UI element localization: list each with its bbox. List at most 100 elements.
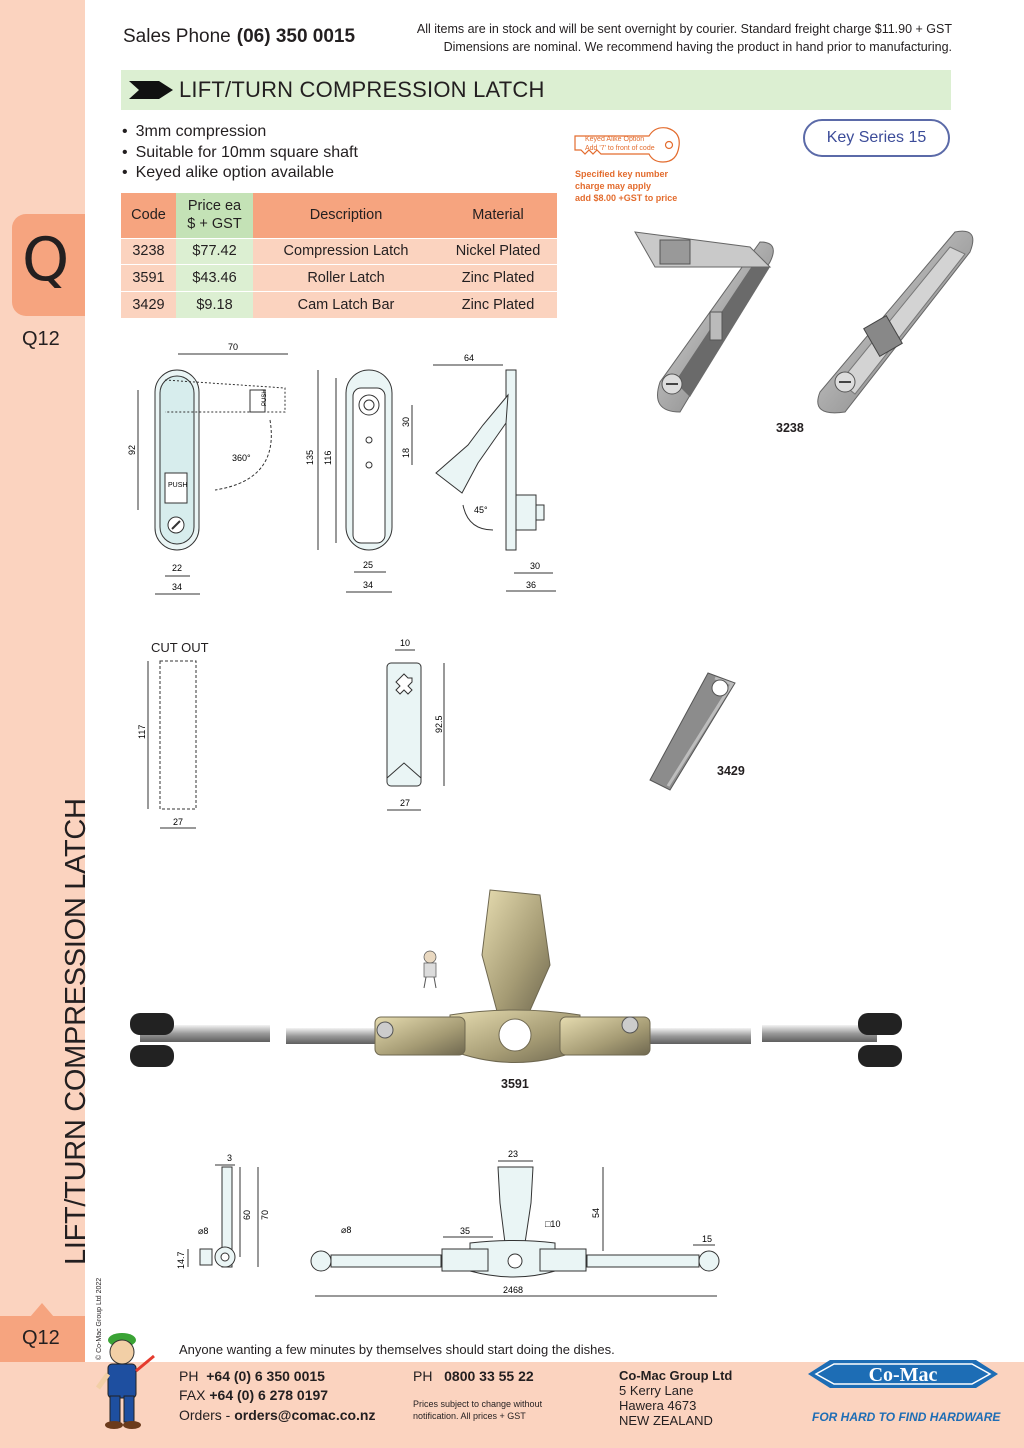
svg-text:2468: 2468 (503, 1285, 523, 1295)
vertical-title: LIFT/TURN COMPRESSION LATCH (60, 798, 92, 1265)
svg-text:92: 92 (127, 445, 137, 455)
fax-number[interactable]: +64 (0) 6 278 0197 (209, 1387, 329, 1403)
mascot-icon (95, 1333, 155, 1429)
footer-fax: FAX +64 (0) 6 278 0197 (179, 1387, 329, 1403)
section-tab-bottom (0, 1316, 85, 1364)
title-bar: LIFT/TURN COMPRESSION LATCH (121, 70, 951, 110)
table-row[interactable]: 3429 $9.18 Cam Latch Bar Zinc Plated (121, 290, 557, 318)
svg-text:30: 30 (530, 561, 540, 571)
sales-label: Sales Phone (123, 26, 231, 47)
svg-text:35: 35 (460, 1226, 470, 1236)
section-code-bottom: Q12 (22, 1327, 60, 1349)
svg-text:36: 36 (526, 580, 536, 590)
svg-text:23: 23 (508, 1149, 518, 1159)
section-tab[interactable] (12, 214, 85, 316)
keyed-alike-note: Specified key number charge may apply ad… (575, 169, 678, 203)
table-row[interactable]: 3591 $43.46 Roller Latch Zinc Plated (121, 264, 557, 291)
svg-text:10: 10 (400, 638, 410, 648)
cell-material: Zinc Plated (439, 264, 557, 291)
key-icon (574, 127, 680, 163)
svg-text:34: 34 (363, 580, 373, 590)
company-address: Co-Mac Group Ltd 5 Kerry Lane Hawera 467… (619, 1368, 733, 1428)
svg-text:30: 30 (401, 417, 411, 427)
cell-price: $77.42 (176, 237, 253, 265)
svg-text:⌀8: ⌀8 (198, 1226, 208, 1236)
keyed-alike-text: Keyed Alike Option Add '7' to front of c… (585, 136, 655, 152)
svg-text:117: 117 (137, 725, 147, 739)
svg-text:70: 70 (260, 1210, 270, 1220)
cell-description: Cam Latch Bar (253, 290, 439, 318)
svg-text:70: 70 (228, 342, 238, 352)
cell-code: 3591 (121, 264, 176, 291)
cam-bar-drawing: 10 92.5 27 (386, 638, 445, 811)
phone-number[interactable]: +64 (0) 6 350 0015 (206, 1368, 325, 1384)
cutout-label: CUT OUT (151, 640, 209, 655)
key-series-button[interactable]: Key Series 15 (803, 119, 950, 157)
front-view-drawing: PUSH PUSH 70 92 360° 22 34 (127, 342, 288, 595)
svg-text:45°: 45° (474, 505, 488, 515)
svg-text:360°: 360° (232, 453, 251, 463)
section-code: Q12 (22, 328, 60, 350)
latch-photo (634, 230, 974, 414)
svg-text:□10: □10 (545, 1219, 560, 1229)
orders-email-link[interactable]: orders@comac.co.nz (234, 1407, 376, 1423)
col-code: Code (121, 193, 176, 238)
part-label-3238: 3238 (776, 421, 804, 435)
company-name: Co-Mac Group Ltd (619, 1368, 733, 1383)
side-view-drawing: 64 45° 30 36 (433, 353, 556, 592)
feature-item: Keyed alike option available (122, 163, 358, 184)
svg-text:⌀8: ⌀8 (341, 1225, 351, 1235)
cell-description: Roller Latch (253, 264, 439, 291)
svg-text:60: 60 (242, 1210, 252, 1220)
prices-note: Prices subject to change without notific… (413, 1399, 543, 1421)
push-label-open: PUSH (262, 389, 268, 406)
svg-text:34: 34 (172, 582, 182, 592)
page-title: LIFT/TURN COMPRESSION LATCH (179, 77, 545, 102)
col-material: Material (439, 193, 557, 238)
svg-text:64: 64 (464, 353, 474, 363)
table-row[interactable]: 3238 $77.42 Compression Latch Nickel Pla… (121, 237, 557, 265)
svg-text:25: 25 (363, 560, 373, 570)
svg-text:18: 18 (401, 448, 411, 458)
notice: All items are in stock and will be sent … (417, 20, 952, 56)
roller-side-drawing: 3 60 70 ⌀8 14.7 (176, 1153, 270, 1269)
svg-text:116: 116 (323, 451, 333, 465)
cell-material: Nickel Plated (439, 237, 557, 265)
cell-material: Zinc Plated (439, 290, 557, 318)
cam-bar-photo (649, 672, 736, 791)
svg-text:22: 22 (172, 563, 182, 573)
sales-phone: Sales Phone(06) 350 0015 (123, 26, 355, 48)
svg-text:54: 54 (591, 1208, 601, 1218)
svg-text:92.5: 92.5 (434, 715, 444, 733)
svg-text:135: 135 (305, 450, 315, 465)
footer-orders: Orders - orders@comac.co.nz (179, 1407, 376, 1423)
svg-text:27: 27 (400, 798, 410, 808)
back-view-drawing: 135 116 30 18 25 34 (305, 369, 413, 593)
footer-phone: PH +64 (0) 6 350 0015 (179, 1368, 325, 1384)
cutout-drawing: 117 27 (137, 660, 197, 829)
sales-number[interactable]: (06) 350 0015 (236, 26, 356, 47)
part-label-3591: 3591 (501, 1077, 529, 1091)
table-header: Code Price ea $ + GST Description Materi… (121, 193, 557, 238)
tab-notch (30, 1303, 54, 1317)
feature-item: 3mm compression (122, 122, 358, 143)
cell-price: $43.46 (176, 264, 253, 291)
svg-text:15: 15 (702, 1234, 712, 1244)
section-letter: Q (22, 225, 70, 295)
slogan: FOR HARD TO FIND HARDWARE (812, 1410, 1001, 1424)
mascot-small-icon (423, 950, 437, 989)
feature-list: 3mm compression Suitable for 10mm square… (122, 122, 358, 184)
tagline: Anyone wanting a few minutes by themselv… (179, 1342, 615, 1357)
push-label: PUSH (168, 482, 187, 489)
arrow-icon (129, 81, 173, 99)
col-price: Price ea $ + GST (176, 193, 253, 238)
freephone-number[interactable]: 0800 33 55 22 (444, 1368, 534, 1384)
cell-description: Compression Latch (253, 237, 439, 265)
notice-line2: Dimensions are nominal. We recommend hav… (443, 40, 952, 54)
notice-line1: All items are in stock and will be sent … (416, 22, 952, 36)
product-table: Code Price ea $ + GST Description Materi… (121, 193, 557, 318)
comac-logo[interactable]: Co-Mac (808, 1348, 998, 1406)
feature-item: Suitable for 10mm square shaft (122, 143, 358, 164)
cell-price: $9.18 (176, 290, 253, 318)
svg-text:27: 27 (173, 817, 183, 827)
